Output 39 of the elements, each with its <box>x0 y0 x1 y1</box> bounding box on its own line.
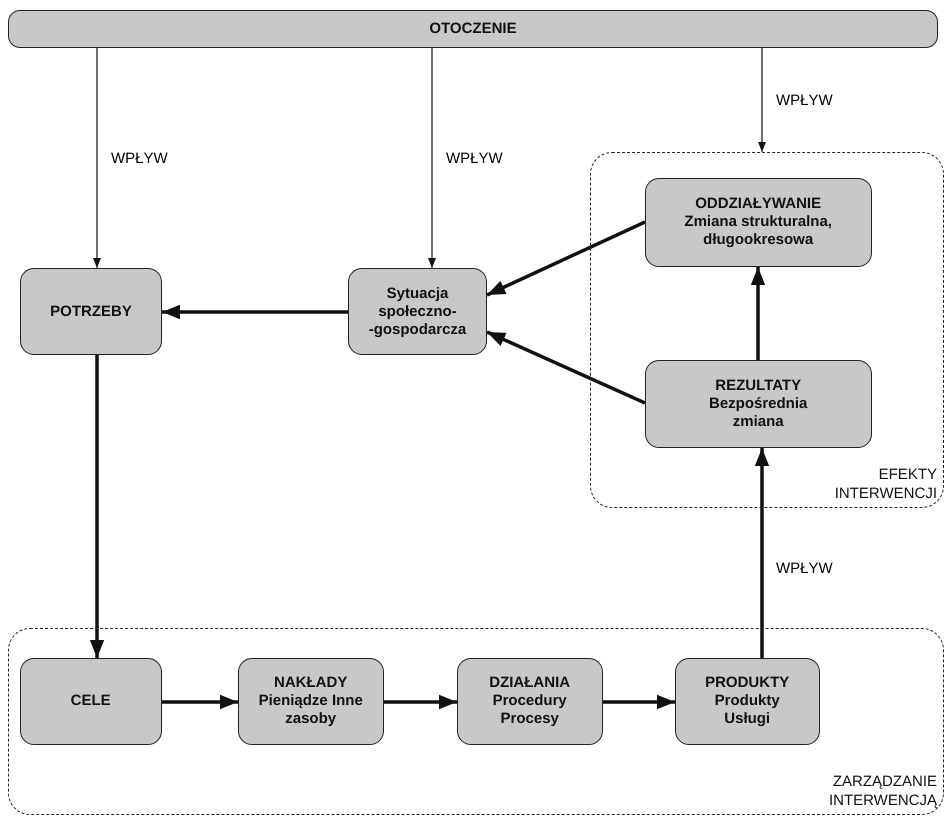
arrow <box>754 448 770 658</box>
node-text: Pieniądze Inne zasoby <box>258 692 364 728</box>
node-title: ODDZIAŁYWANIE <box>695 195 822 214</box>
node-text: Bezpośrednia zmiana <box>708 394 808 431</box>
group-label: EFEKTY INTERWENCJI <box>834 465 937 503</box>
arrow <box>758 48 766 152</box>
dashed-group <box>8 628 944 815</box>
arrow <box>750 267 766 360</box>
environment-bar <box>8 10 938 48</box>
process-box <box>238 658 384 745</box>
arrow <box>384 694 457 710</box>
process-box <box>674 658 820 745</box>
dashed-group <box>590 152 944 508</box>
group-label: ZARZĄDZANIE INTERWENCJĄ <box>828 772 937 810</box>
arrow <box>603 694 675 710</box>
node-text: Zmiana strukturalna, długookresowa <box>683 213 833 250</box>
arrow <box>486 330 646 405</box>
node-title: NAKŁADY <box>274 674 348 692</box>
arrow <box>90 355 104 658</box>
arrow <box>162 304 348 320</box>
process-box <box>456 658 603 745</box>
process-box <box>20 268 162 355</box>
node-text: Procedury Procesy <box>492 692 568 728</box>
node-title: CELE <box>70 692 111 710</box>
node-title: POTRZEBY <box>50 302 132 320</box>
process-box <box>644 178 872 267</box>
process-box <box>20 658 162 745</box>
node-title: OTOCZENIE <box>429 20 517 38</box>
node-title: PRODUKTY <box>705 674 790 692</box>
process-box <box>644 360 872 448</box>
node-title: Sytuacja społeczno- -gospodarcza <box>368 284 468 338</box>
arrow <box>93 48 101 268</box>
node-title: REZULTATY <box>715 376 802 395</box>
arrow <box>428 48 436 268</box>
arrow <box>486 220 646 297</box>
arrow <box>162 694 238 710</box>
node-text: Produkty Usługi <box>714 692 781 728</box>
process-box <box>348 268 487 355</box>
node-title: DZIAŁANIA <box>489 674 570 692</box>
